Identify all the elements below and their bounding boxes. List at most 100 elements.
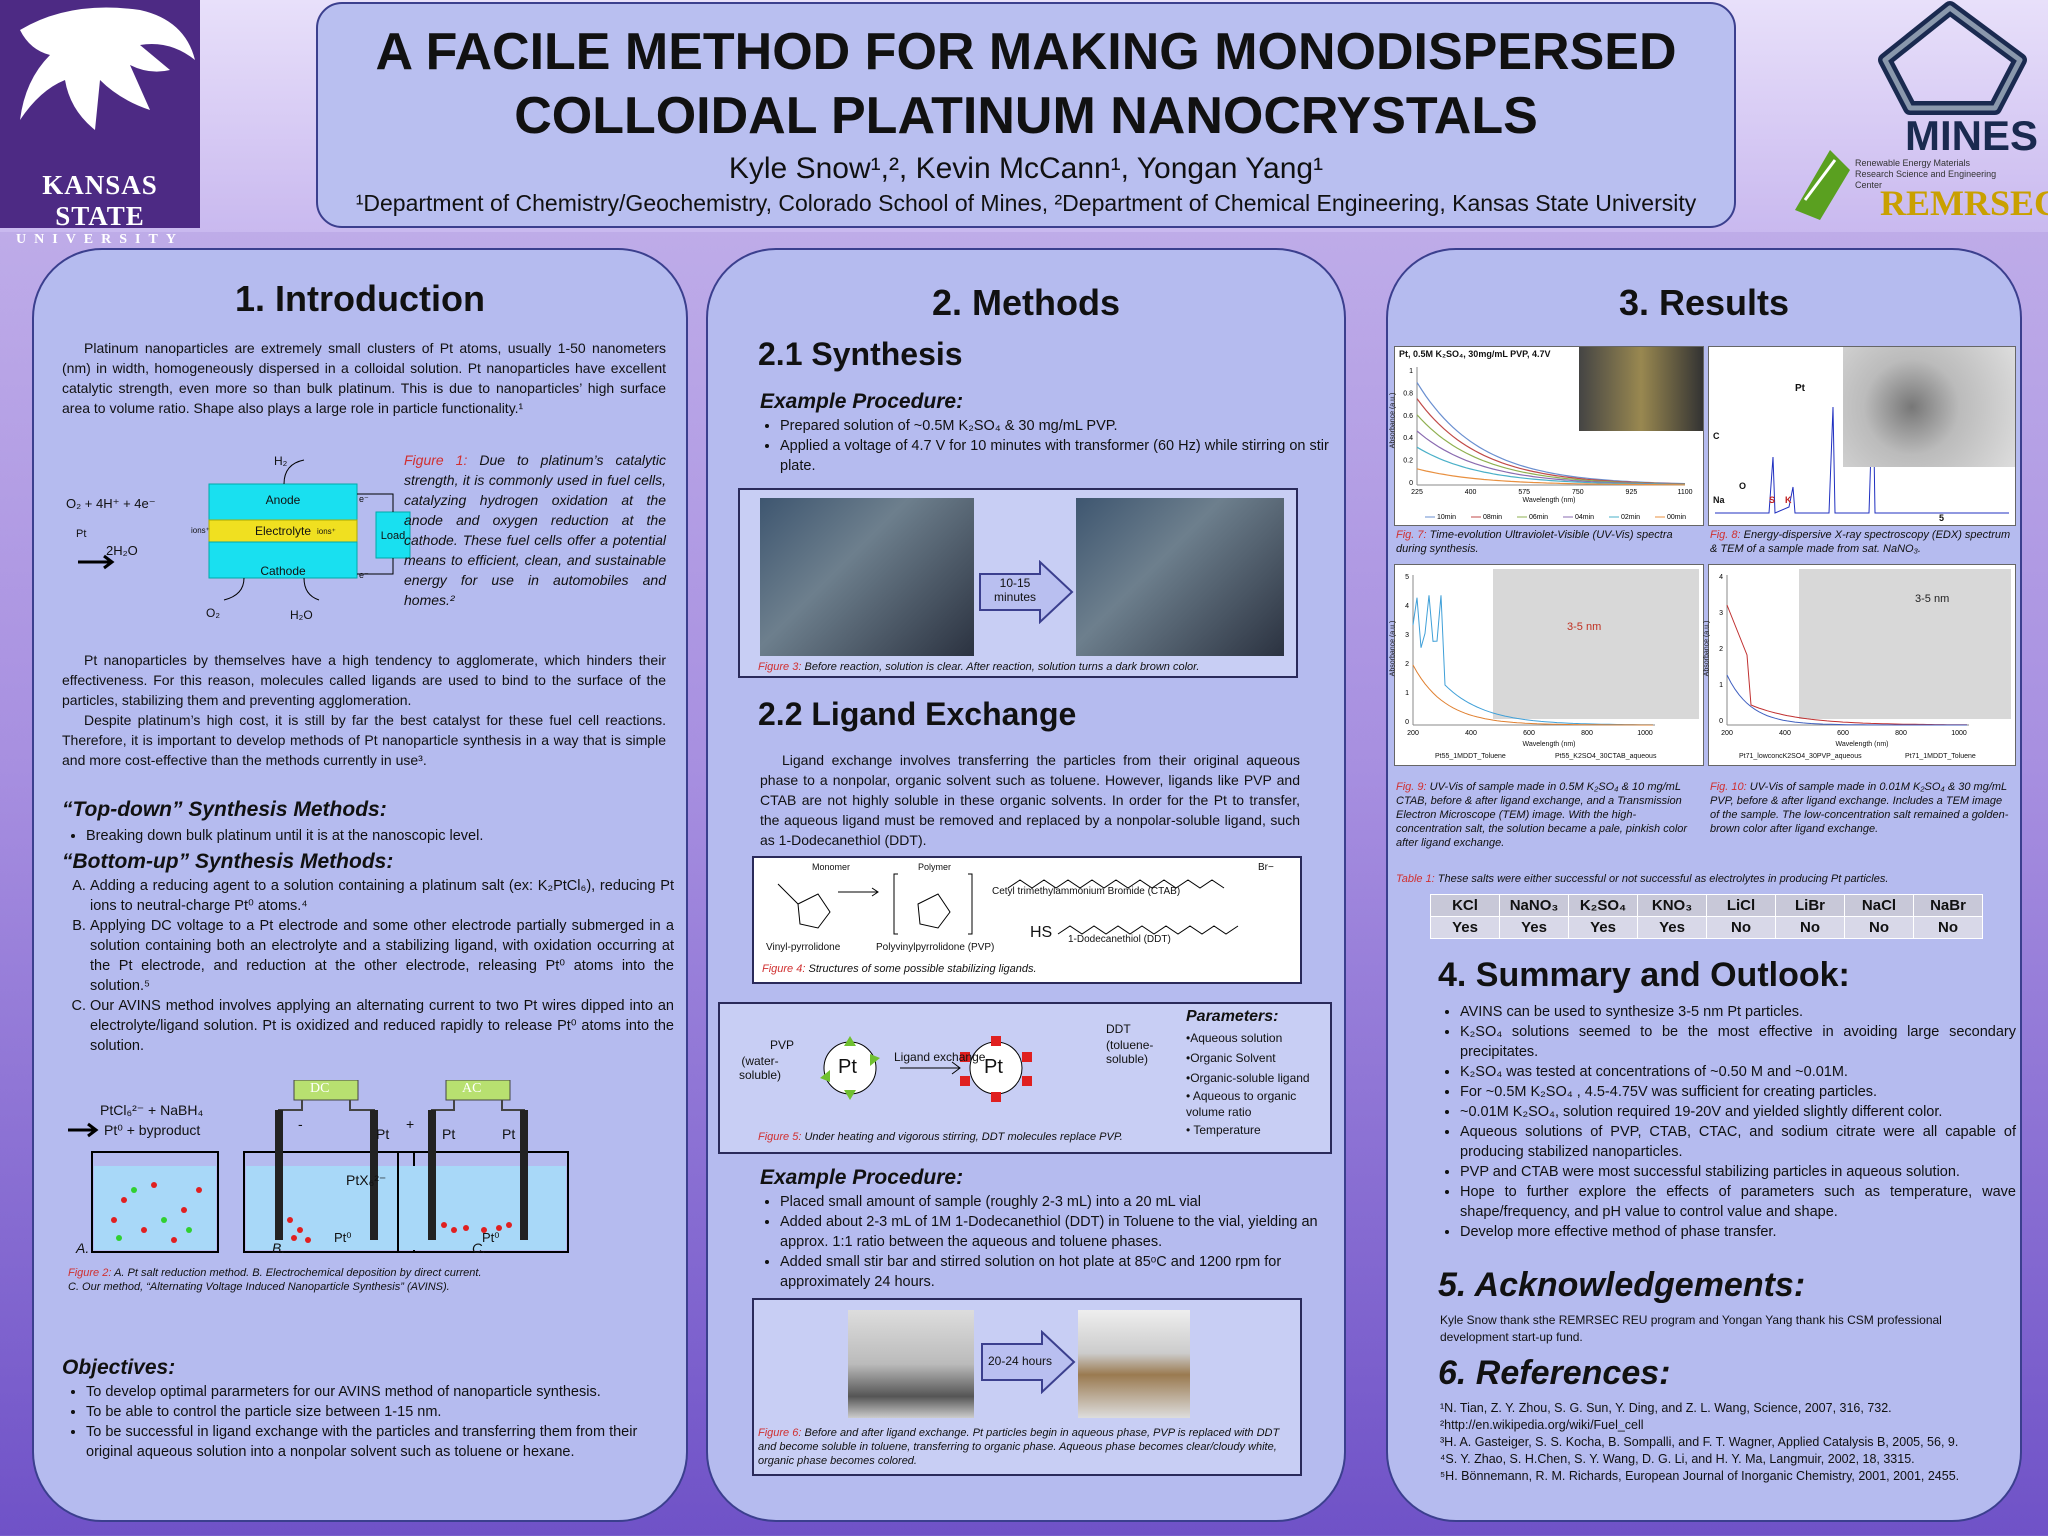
ligand-procedure-item: Added about 2-3 mL of 1M 1-Dodecanethiol…	[780, 1212, 1340, 1252]
fig2-reaction2: Pt⁰ + byproduct	[104, 1122, 201, 1138]
fig2-diagram	[91, 1080, 569, 1253]
summary-heading: 4. Summary and Outlook:	[1438, 956, 1850, 994]
objectives-list: To develop optimal pararmeters for our A…	[66, 1382, 676, 1462]
intro-paragraph-1: Platinum nanoparticles are extremely sma…	[62, 338, 666, 418]
reference-item: ¹N. Tian, Z. Y. Zhou, S. G. Sun, Y. Ding…	[1440, 1401, 1892, 1415]
fig10-x-tick: 400	[1779, 730, 1791, 737]
fc-anode: Anode	[265, 493, 301, 507]
param-item: •Aqueous solution	[1186, 1031, 1283, 1045]
authors: Kyle Snow¹,², Kevin McCann¹, Yongan Yang…	[728, 152, 1324, 185]
fig7-x-tick: 400	[1465, 489, 1477, 496]
fig4-caption: Figure 4: Structures of some possible st…	[762, 962, 1037, 976]
reference-item: ⁵H. Bönnemann, R. M. Richards, European …	[1440, 1469, 1960, 1483]
fig5-exchange: Ligand exchange	[894, 1050, 986, 1064]
ligand-para-text: Ligand exchange involves transferring th…	[760, 752, 1300, 848]
fig7-series-line	[1416, 398, 1686, 485]
fig7-x-tick: 1100	[1677, 489, 1692, 496]
fc-cathode: Cathode	[260, 564, 306, 578]
fig9-legend-0: Pt55_1MDDT_Toluene	[1435, 753, 1506, 760]
param-item: • Aqueous to organic volume ratio	[1186, 1089, 1297, 1119]
reference-item: ²http://en.wikipedia.org/wiki/Fuel_cell	[1440, 1418, 1644, 1432]
poster-title-line1: A FACILE METHOD FOR MAKING MONODISPERSED	[375, 23, 1677, 81]
fuel-cell-diagram	[78, 459, 411, 601]
fig4-monomer: Monomer	[812, 862, 851, 872]
salt-name: LiCl	[1706, 894, 1776, 917]
fig6-box: 20-24 hours Figure 6: Before and after l…	[752, 1298, 1302, 1476]
fig5-pvp: PVP	[770, 1038, 795, 1052]
params-heading: Parameters:	[1186, 1008, 1279, 1025]
params-list: •Aqueous solution •Organic Solvent •Orga…	[1186, 1028, 1326, 1140]
fig2-caption-1: A. Pt salt reduction method. B. Electroc…	[111, 1267, 482, 1279]
fig10-y-tick: 2	[1719, 646, 1723, 653]
fc-ions-left: ions⁺	[191, 526, 210, 535]
fig7-y-tick: 0	[1409, 480, 1413, 487]
results-panel: 3. Results Pt, 0.5M K₂SO₄, 30mg/mL PVP, …	[1386, 248, 2022, 1522]
salt-name: NaNO₃	[1499, 894, 1569, 917]
fc-water: 2H₂O	[106, 543, 138, 558]
ligand-paragraph: Ligand exchange involves transferring th…	[760, 750, 1300, 850]
fig10-legend-1: Pt71_1MDDT_Toluene	[1905, 753, 1976, 760]
fig10-caption-text: UV-Vis of sample made in 0.01M K₂SO₄ & 3…	[1710, 781, 2009, 835]
title-box: A FACILE METHOD FOR MAKING MONODISPERSED…	[316, 2, 1736, 228]
intro-panel: 1. Introduction Platinum nanoparticles a…	[32, 248, 688, 1522]
summary-item: K₂SO₄ solutions seemed to be the most ef…	[1460, 1022, 2016, 1062]
fig9-y-tick: 5	[1405, 574, 1409, 581]
ligand-structures-diagram	[777, 873, 1239, 935]
references-list: ¹N. Tian, Z. Y. Zhou, S. G. Sun, Y. Ding…	[1440, 1400, 2000, 1485]
param-item: •Organic Solvent	[1186, 1051, 1276, 1065]
fig10-size: 3-5 nm	[1915, 593, 1950, 605]
methods-panel: 2. Methods 2.1 Synthesis Example Procedu…	[706, 248, 1346, 1522]
fig3-caption: Figure 3: Before reaction, solution is c…	[758, 660, 1278, 674]
summary-item: Develop more effective method of phase t…	[1460, 1222, 2016, 1242]
fig7-legend-label: 06min	[1529, 514, 1548, 521]
objective-item: To develop optimal pararmeters for our A…	[86, 1382, 676, 1402]
fig5-caption-text: Under heating and vigorous stirring, DDT…	[801, 1131, 1123, 1143]
fig5-pt-right: Pt	[984, 1056, 1003, 1078]
salt-name: NaBr	[1913, 894, 1983, 917]
fig2-dc: DC	[310, 1081, 330, 1096]
fig7-title: Pt, 0.5M K₂SO₄, 30mg/mL PVP, 4.7V	[1399, 349, 1551, 359]
fig7-x-tick: 225	[1411, 489, 1423, 496]
fig7-series-line	[1416, 382, 1686, 485]
intro-p1-text: Platinum nanoparticles are extremely sma…	[62, 340, 666, 416]
fig7-x-tick: 575	[1518, 489, 1530, 496]
fig2-ac: AC	[462, 1081, 482, 1096]
fig5-water: (water-soluble)	[738, 1054, 782, 1082]
topdown-heading: “Top-down” Synthesis Methods:	[62, 798, 387, 821]
synthesis-list: Prepared solution of ~0.5M K₂SO₄ & 30 mg…	[760, 416, 1340, 476]
bottomup-item: Adding a reducing agent to a solution co…	[90, 876, 674, 916]
topdown-item: Breaking down bulk platinum until it is …	[86, 826, 676, 846]
fig2-label-b: B.	[272, 1240, 286, 1256]
bottomup-heading: “Bottom-up” Synthesis Methods:	[62, 850, 394, 873]
intro-paragraph-2: Pt nanoparticles by themselves have a hi…	[62, 650, 666, 770]
fig10-caption-label: Fig. 10:	[1710, 781, 1747, 793]
fig5-box: PVP (water-soluble) Pt Ligand exchange P…	[718, 1002, 1332, 1154]
fig5-pt-left: Pt	[838, 1056, 857, 1078]
fig2-caption: Figure 2: A. Pt salt reduction method. B…	[68, 1266, 668, 1294]
fig9-legend-1: Pt55_K2SO4_30CTAB_aqueous	[1555, 753, 1657, 760]
fig8-caption-text: Energy-dispersive X-ray spectroscopy (ED…	[1710, 529, 2011, 555]
fig7-y-tick: 0.6	[1403, 413, 1413, 420]
fig2-reaction1: PtCl₆²⁻ + NaBH₄	[100, 1102, 204, 1118]
fig10-x-tick: 1000	[1951, 730, 1967, 737]
fig2-label-c: C.	[472, 1240, 486, 1256]
fig10-x-tick: 200	[1721, 730, 1733, 737]
fig4-caption-label: Figure 4:	[762, 963, 806, 975]
fig9-xlabel: Wavelength (nm)	[1522, 741, 1576, 748]
fig10-tem-image	[1799, 569, 2011, 719]
fig7-caption-text: Time-evolution Ultraviolet-Visible (UV-V…	[1396, 529, 1673, 555]
fig7-x-tick: 750	[1572, 489, 1584, 496]
remrsec-leaf-icon	[1795, 150, 1850, 220]
fig10-y-tick: 3	[1719, 610, 1723, 617]
salt-result: Yes	[1430, 916, 1500, 939]
summary-item: For ~0.5M K₂SO₄ , 4.5-4.75V was sufficie…	[1460, 1082, 2016, 1102]
fig4-pvp: Polyvinylpyrrolidone (PVP)	[876, 942, 995, 953]
fig3-before-photo	[760, 498, 974, 656]
salt-name: KNO₃	[1637, 894, 1707, 917]
fig7-legend-label: 00min	[1667, 514, 1686, 521]
